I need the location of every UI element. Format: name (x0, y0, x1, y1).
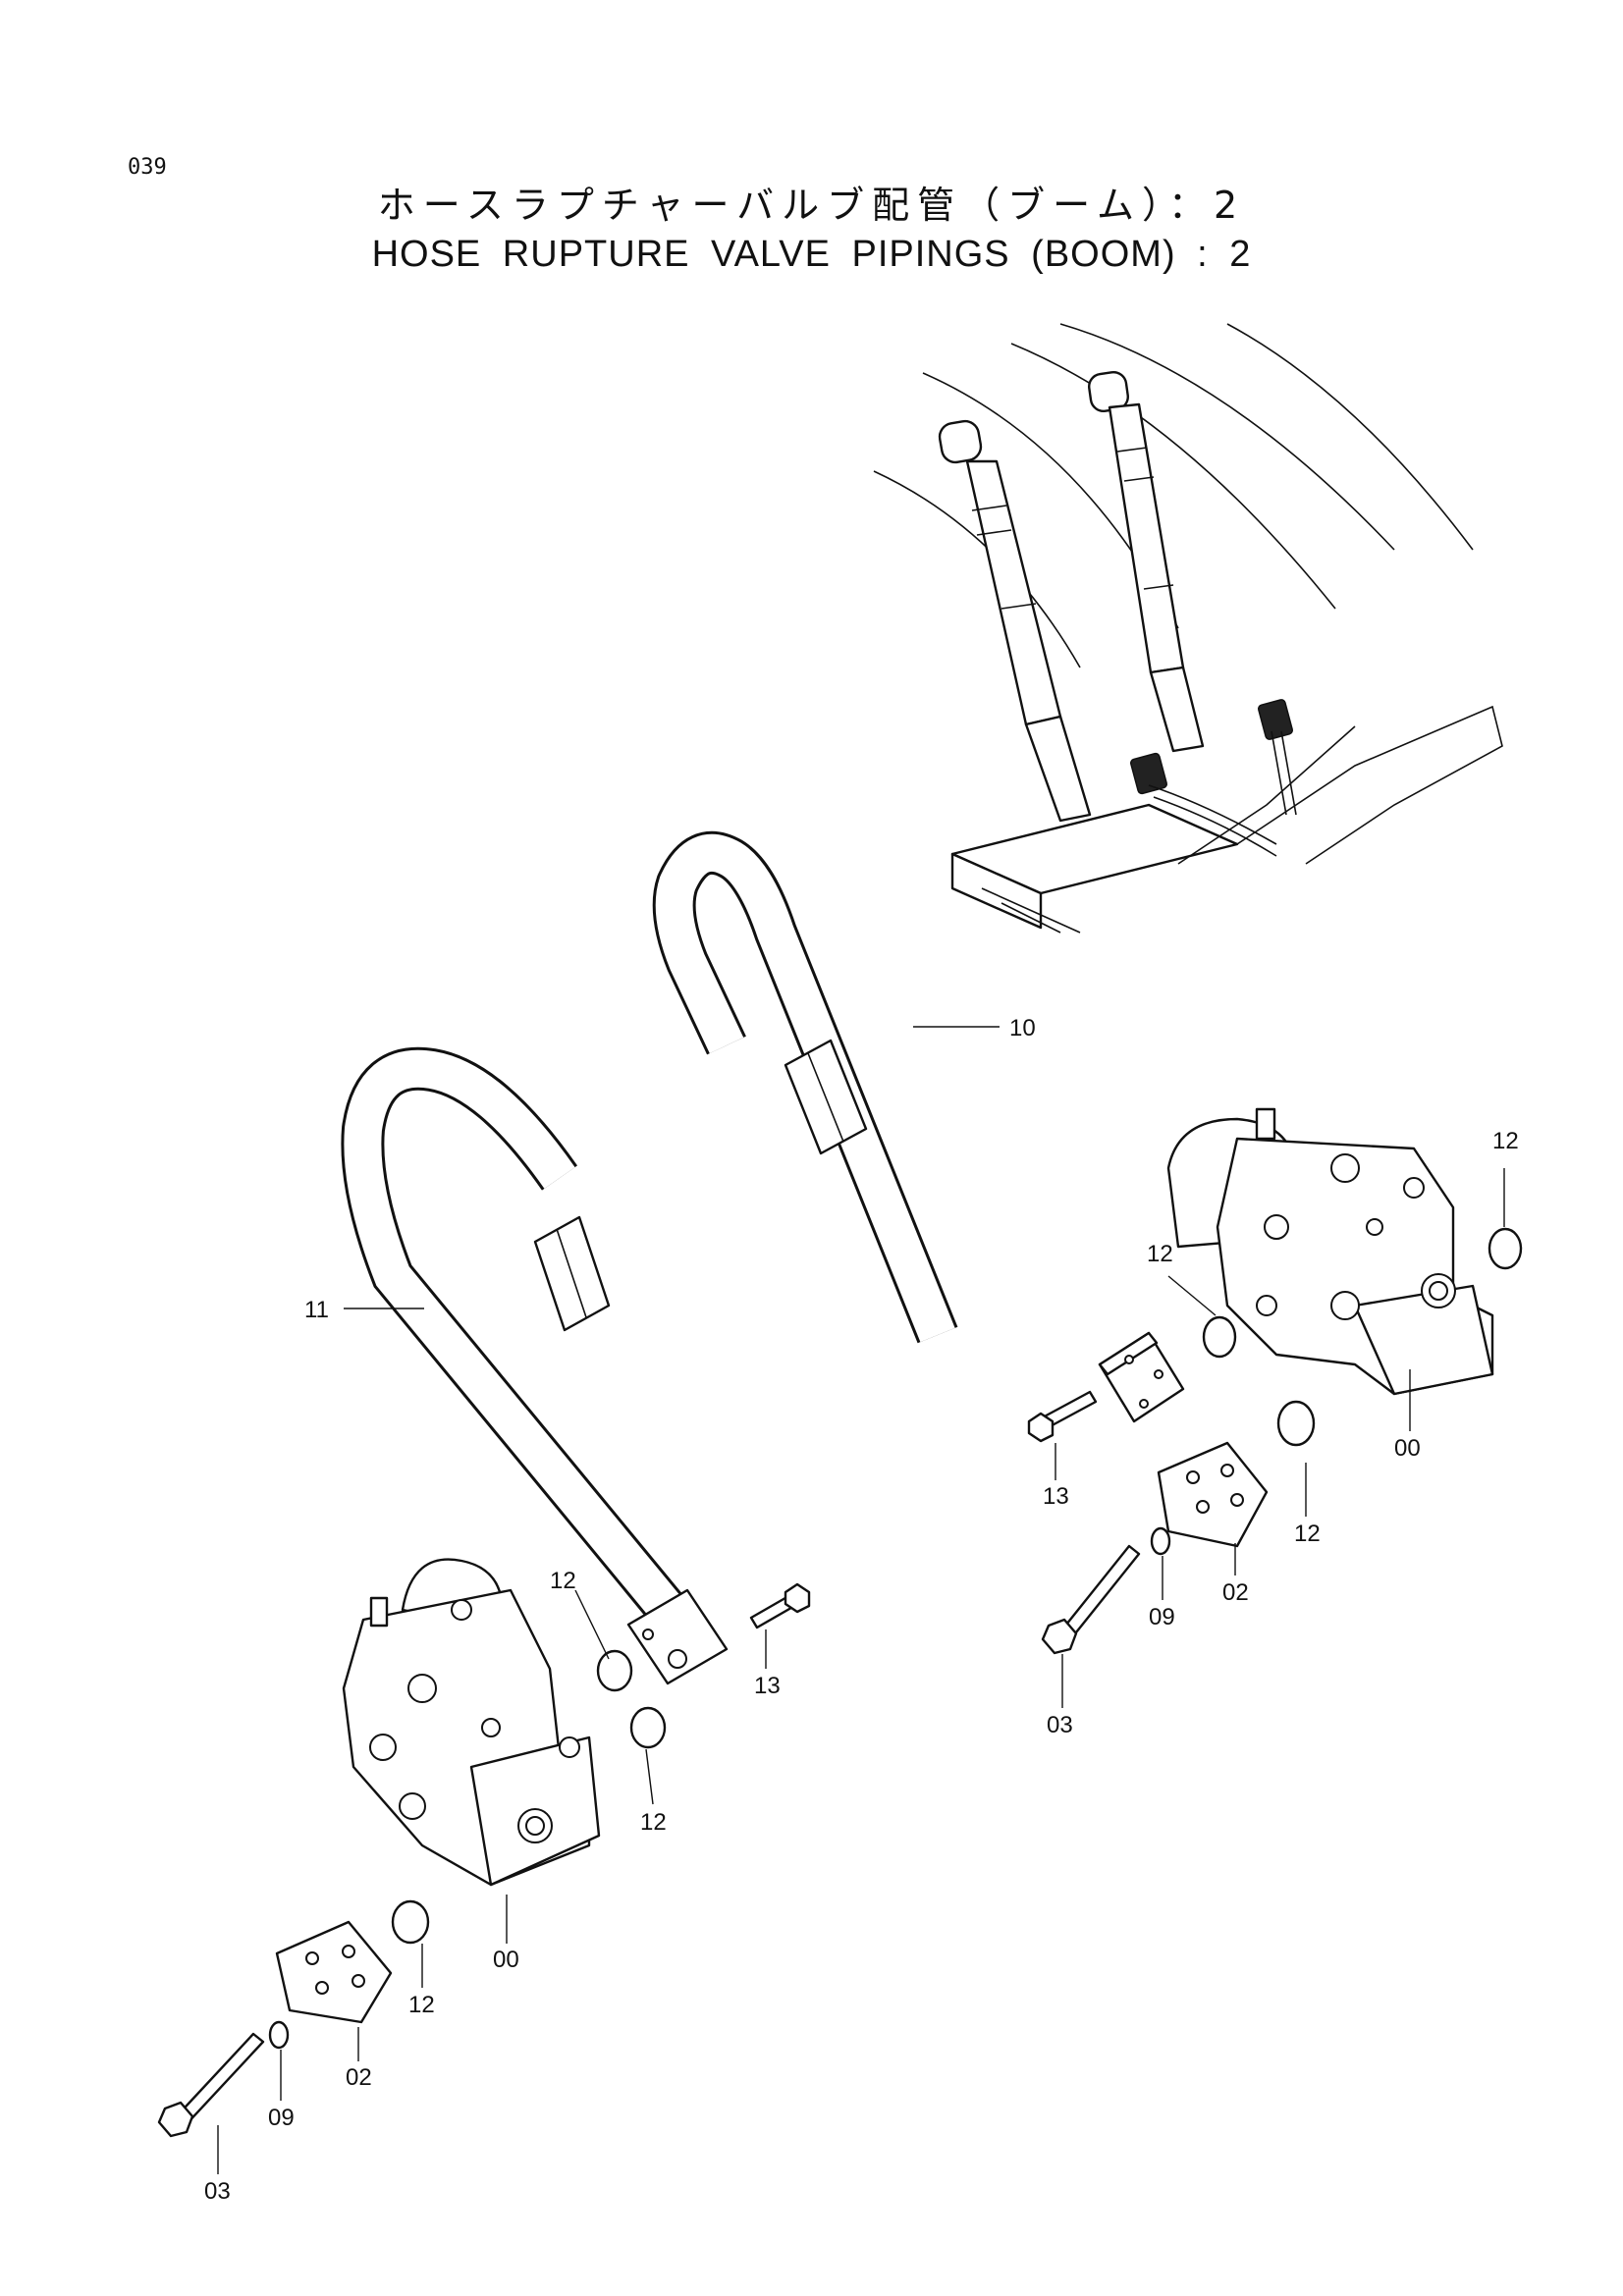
o-ring-12-right-flange (1202, 1315, 1237, 1359)
callout-12-left-side: 12 (640, 1809, 667, 1836)
callout-13-right: 13 (1043, 1483, 1069, 1510)
callout-11: 11 (304, 1297, 329, 1323)
callout-12-right-top: 12 (1492, 1128, 1519, 1154)
o-rings (391, 1227, 1523, 1945)
valve-detail-right (1257, 699, 1294, 740)
bolt-03-left (157, 2032, 265, 2138)
hose-11 (341, 1046, 729, 1685)
callout-10: 10 (1009, 1015, 1036, 1041)
callout-09-right: 09 (1149, 1604, 1175, 1630)
callout-labels: 10 11 12 12 12 12 12 12 13 13 00 00 02 0… (204, 1015, 1519, 2205)
bolt-13-left (749, 1582, 811, 1629)
callout-03-left: 03 (204, 2178, 231, 2205)
title-japanese: ホースラプチャーバルブ配管（ブーム）：2 (377, 184, 1246, 227)
callout-00-right: 00 (1394, 1435, 1421, 1462)
callout-09-left: 09 (268, 2105, 295, 2131)
bolt-13-right (1027, 1390, 1098, 1443)
flange-02-left (275, 1920, 393, 2024)
callout-12-left-bottom: 12 (408, 1992, 435, 2018)
callout-13-left: 13 (754, 1673, 781, 1699)
hose-10 (652, 830, 1185, 1423)
flange-02-right (1157, 1441, 1269, 1548)
callout-00-left: 00 (493, 1947, 519, 1973)
title-english: HOSE RUPTURE VALVE PIPINGS (BOOM) : 2 (371, 234, 1252, 275)
boom-cylinder-left (938, 419, 1092, 823)
o-ring-12-left-flange (596, 1649, 633, 1692)
bolt-03-right (1041, 1544, 1141, 1655)
washer-09-right (1150, 1526, 1171, 1556)
callout-02-left: 02 (346, 2064, 372, 2091)
page-number: 039 (128, 155, 167, 180)
callout-02-right: 02 (1222, 1579, 1249, 1606)
valve-detail-left (1130, 752, 1167, 795)
rupture-valve-left (342, 1558, 601, 1887)
callout-12-right-bottom: 12 (1294, 1521, 1321, 1547)
washer-09-left (268, 2020, 290, 2050)
leader-lines (217, 1026, 1505, 2174)
o-ring-12-right-top (1488, 1227, 1523, 1270)
machine-overview-inset (873, 323, 1503, 934)
callout-12-right-flange: 12 (1147, 1241, 1173, 1267)
rupture-valve-right (1166, 1107, 1494, 1396)
boom-cylinder-right (1088, 371, 1205, 753)
o-ring-12-left-bottom (391, 1899, 430, 1945)
o-ring-12-left-side (629, 1706, 667, 1749)
o-ring-12-right-bottom (1276, 1400, 1316, 1447)
callout-12-left-flange: 12 (550, 1568, 576, 1594)
callout-03-right: 03 (1047, 1712, 1073, 1738)
